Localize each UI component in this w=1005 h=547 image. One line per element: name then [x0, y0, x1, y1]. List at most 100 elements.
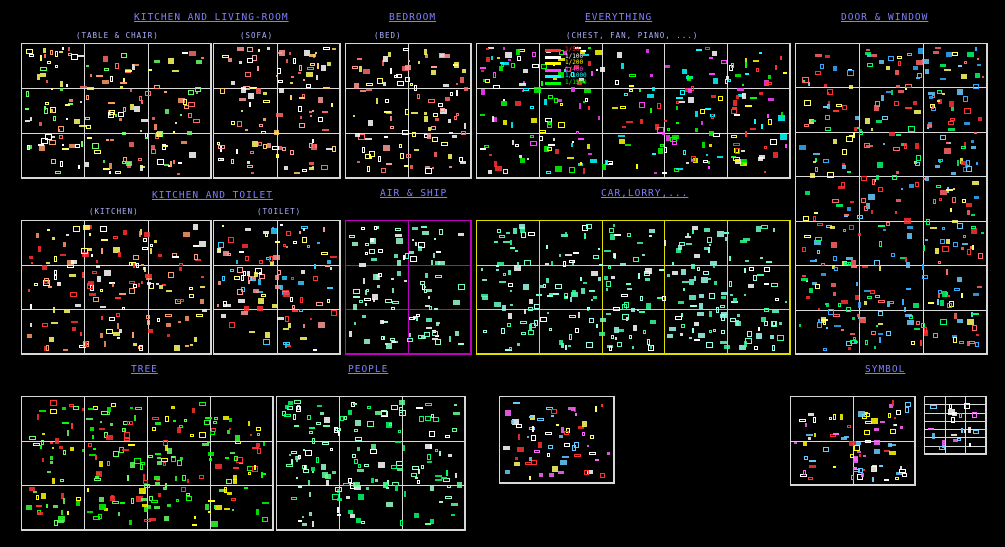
- cad-symbol: [359, 66, 362, 72]
- cad-symbol: [374, 226, 377, 230]
- cad-symbol: [758, 327, 760, 331]
- cad-symbol: [494, 161, 497, 167]
- cad-symbol: [163, 487, 167, 490]
- panel-symbol[interactable]: [790, 396, 916, 486]
- cad-symbol: [887, 301, 894, 304]
- cad-symbol: [196, 91, 198, 94]
- title-bedroom[interactable]: BEDROOM: [389, 12, 437, 23]
- cad-symbol: [272, 146, 279, 150]
- panel-sofa[interactable]: [213, 43, 341, 179]
- title-car-lorry[interactable]: CAR,LORRY,...: [601, 188, 689, 199]
- title-air-ship[interactable]: AIR & SHIP: [380, 188, 448, 199]
- cad-symbol: [773, 228, 775, 232]
- cad-symbol: [842, 149, 847, 155]
- panel-car-lorry[interactable]: [476, 220, 791, 355]
- cad-symbol: [551, 415, 554, 417]
- cad-symbol: [123, 78, 125, 82]
- cad-symbol: [547, 295, 553, 297]
- cad-symbol: [808, 82, 810, 86]
- cad-symbol: [806, 296, 810, 299]
- cad-symbol: [859, 129, 862, 131]
- panel-bedroom[interactable]: [345, 43, 472, 179]
- cad-symbol: [391, 307, 395, 310]
- cad-symbol: [799, 324, 801, 327]
- title-people[interactable]: PEOPLE: [348, 364, 389, 375]
- cad-symbol: [358, 134, 365, 140]
- cad-symbol: [409, 251, 414, 254]
- panel-symbol-colors[interactable]: [499, 396, 615, 484]
- cad-symbol: [818, 319, 820, 323]
- cad-symbol: [277, 68, 281, 74]
- cad-symbol: [589, 290, 595, 292]
- panel-people[interactable]: [276, 396, 466, 531]
- cad-symbol: [964, 403, 970, 409]
- cad-symbol: [371, 258, 377, 261]
- cad-symbol: [133, 255, 139, 260]
- cad-symbol: [218, 249, 221, 252]
- cad-symbol: [432, 167, 434, 169]
- cad-symbol: [365, 252, 368, 255]
- cad-symbol: [312, 438, 315, 444]
- cad-symbol: [134, 458, 141, 464]
- grid-cell: [859, 309, 924, 355]
- cad-symbol: [881, 95, 884, 101]
- cad-symbol: [357, 161, 360, 163]
- cad-symbol: [418, 242, 425, 248]
- cad-symbol: [223, 301, 227, 307]
- cad-symbol: [499, 235, 505, 238]
- cad-symbol: [431, 126, 436, 130]
- cad-symbol: [874, 449, 880, 454]
- title-door-window[interactable]: DOOR & WINDOW: [841, 12, 929, 23]
- panel-kitchen[interactable]: [21, 220, 212, 355]
- cad-symbol: [247, 165, 253, 168]
- cad-symbol: [456, 113, 459, 116]
- panel-everything[interactable]: [476, 43, 791, 179]
- cad-symbol: [113, 451, 119, 457]
- cad-symbol: [121, 53, 127, 58]
- grid-cell: [276, 485, 340, 531]
- cad-symbol: [745, 131, 747, 137]
- panel-symbol-table[interactable]: [924, 396, 987, 455]
- cad-symbol: [581, 288, 585, 294]
- cad-symbol: [426, 327, 432, 329]
- cad-symbol: [794, 442, 797, 444]
- cad-symbol: [416, 314, 420, 317]
- cad-symbol: [867, 54, 871, 57]
- cad-symbol: [418, 246, 422, 251]
- cad-symbol: [846, 136, 853, 142]
- cad-symbol: [55, 171, 61, 174]
- panel-tree[interactable]: [21, 396, 274, 531]
- cad-symbol: [953, 242, 958, 247]
- cad-symbol: [236, 260, 238, 264]
- cad-symbol: [146, 315, 150, 319]
- cad-symbol: [875, 295, 880, 298]
- panel-air-ship[interactable]: [345, 220, 472, 355]
- cad-symbol: [315, 52, 317, 54]
- panel-door-window[interactable]: [795, 43, 988, 355]
- cad-symbol: [971, 214, 975, 216]
- cad-symbol: [574, 65, 579, 69]
- cad-symbol: [422, 231, 429, 235]
- panel-toilet[interactable]: [213, 220, 341, 355]
- title-kitchen-toilet[interactable]: KITCHEN AND TOILET: [152, 190, 273, 201]
- cad-symbol: [932, 105, 934, 109]
- cad-symbol: [691, 264, 695, 269]
- title-tree[interactable]: TREE: [131, 364, 158, 375]
- cad-symbol: [595, 459, 599, 461]
- cad-symbol: [38, 246, 41, 252]
- cad-symbol: [383, 56, 388, 62]
- cad-symbol: [433, 417, 439, 422]
- cad-symbol: [900, 466, 902, 470]
- cad-symbol: [414, 149, 419, 151]
- cad-symbol: [521, 332, 526, 335]
- title-everything[interactable]: EVERYTHING: [585, 12, 653, 23]
- cad-symbol: [544, 99, 547, 105]
- title-symbol[interactable]: SYMBOL: [865, 364, 906, 375]
- cad-symbol: [41, 138, 48, 144]
- cad-symbol: [564, 69, 566, 72]
- panel-table-chair[interactable]: [21, 43, 212, 179]
- title-kitchen-living[interactable]: KITCHEN AND LIVING-ROOM: [134, 12, 289, 23]
- cad-symbol: [615, 80, 619, 85]
- cad-symbol: [228, 58, 232, 62]
- cad-symbol: [932, 433, 935, 439]
